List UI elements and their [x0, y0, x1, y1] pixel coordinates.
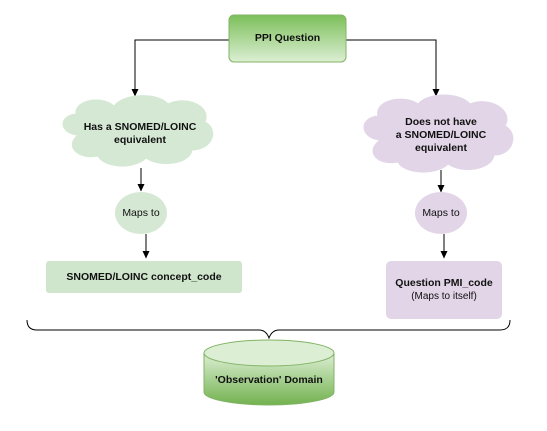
ppi-question-box — [228, 14, 347, 63]
left-maps-to-label: Maps to — [122, 206, 160, 219]
left-maps-to-shape — [115, 192, 167, 234]
left-cloud-shape — [62, 95, 214, 167]
right-cloud-shape — [363, 94, 514, 173]
connectors — [26, 39, 511, 340]
right-result-box — [386, 261, 502, 319]
right-maps-to-label: Maps to — [422, 206, 460, 219]
left-result-label: SNOMED/LOINC concept_code — [66, 270, 222, 283]
observation-domain-label: 'Observation' Domain — [215, 373, 323, 386]
brace — [26, 319, 511, 340]
ppi-question-label: PPI Question — [254, 32, 321, 44]
right-maps-to-shape — [415, 192, 467, 234]
left-cloud-label: Has a SNOMED/LOINC equivalent — [83, 121, 197, 146]
observation-domain-cylinder — [203, 339, 335, 406]
left-result-box — [46, 261, 242, 293]
connector-to-right-cloud — [346, 39, 440, 97]
right-result-label: Question PMI_code (Maps to itself) — [395, 277, 493, 302]
connector-to-left-cloud — [131, 39, 229, 97]
right-cloud-label: Does not have a SNOMED/LOINC equivalent — [395, 115, 487, 154]
